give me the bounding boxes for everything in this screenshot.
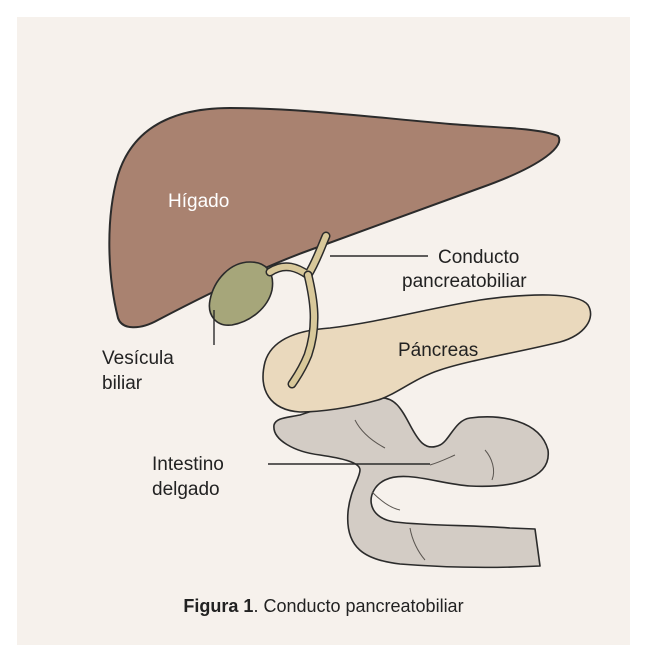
intestine-fold-5 (372, 492, 400, 510)
liver-shape (109, 108, 559, 327)
caption-prefix: Figura 1 (183, 596, 253, 616)
duct-label-line1: Conducto (438, 247, 519, 268)
intestine-label-line2: delgado (152, 479, 220, 500)
gallbladder-label-line2: biliar (102, 373, 143, 394)
small-intestine-shape (274, 398, 548, 568)
gallbladder-label-line1: Vesícula (102, 348, 174, 369)
figure-caption: Figura 1. Conducto pancreatobiliar (0, 596, 647, 617)
intestine-label-line1: Intestino (152, 454, 224, 475)
pancreas-label: Páncreas (398, 340, 478, 361)
liver-label: Hígado (168, 191, 229, 212)
caption-text: . Conducto pancreatobiliar (253, 596, 463, 616)
duct-label-line2: pancreatobiliar (402, 271, 527, 292)
